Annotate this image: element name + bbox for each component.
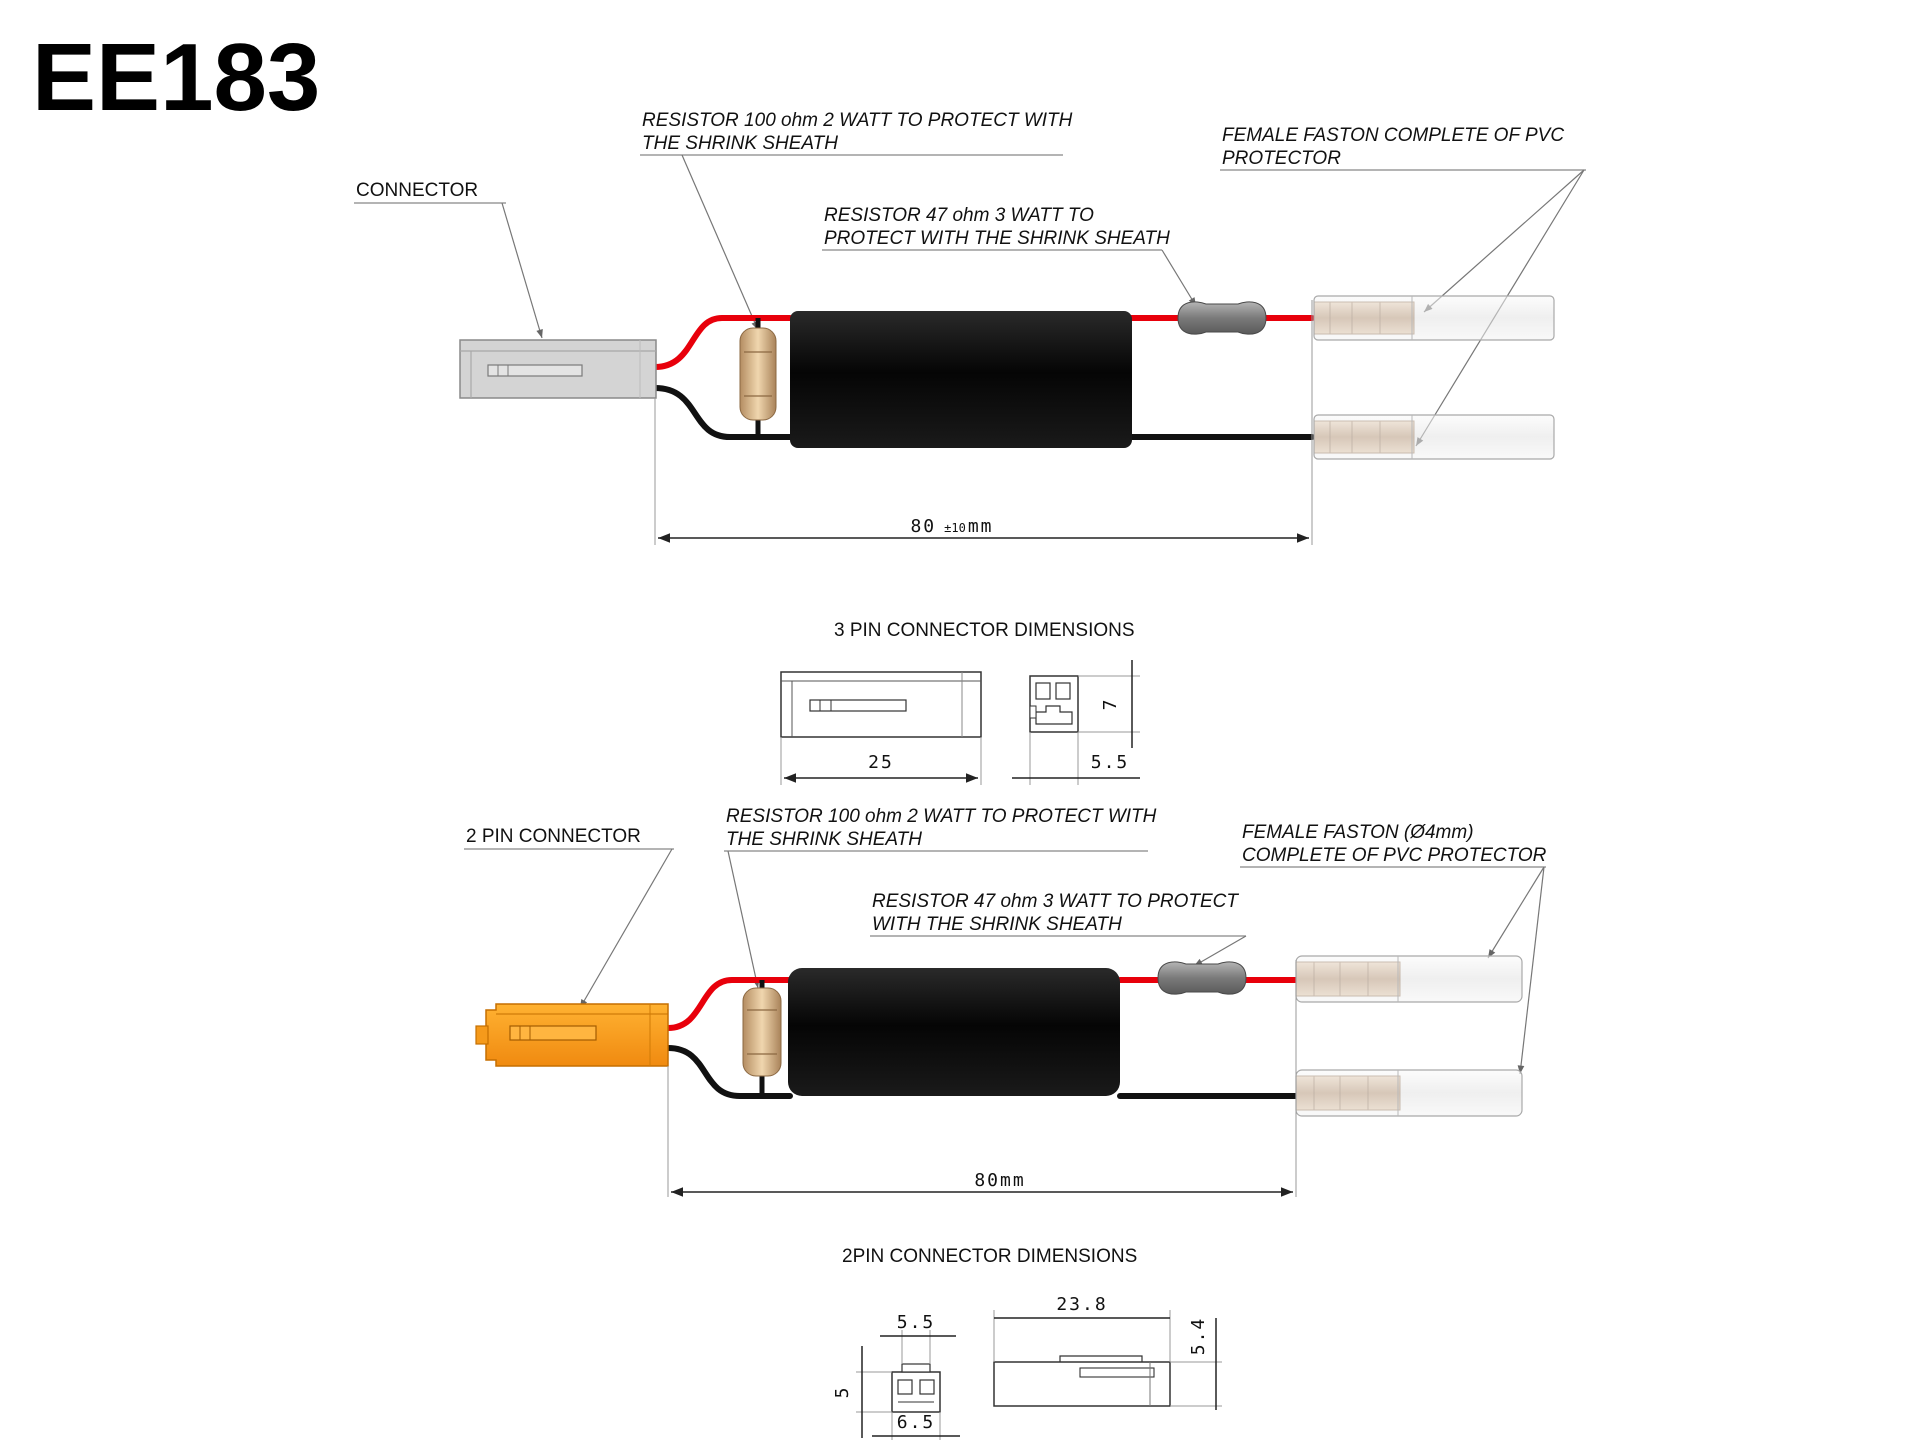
two-pin-dimensions: 2PIN CONNECTOR DIMENSIONS 5.5 5 6.5 [832,1246,1222,1440]
top-resistor100-label-line2: THE SHRINK SHEATH [642,133,838,154]
top-faston-label-line2: PROTECTOR [1222,148,1341,169]
top-connector-leader [501,202,543,339]
top-resistor47-leader [1161,249,1197,307]
three-pin-height: 7 [1100,698,1121,711]
top-resistor47-label-line1: RESISTOR 47 ohm 3 WATT TO [824,205,1094,226]
bottom-resistor47-label-line1: RESISTOR 47 ohm 3 WATT TO PROTECT [872,891,1239,912]
top-resistor100-leader [681,154,759,331]
bottom-orange-connector [475,1003,669,1067]
bottom-faston-leader-1 [1487,866,1545,959]
two-pin-length: 23.8 [1056,1294,1107,1315]
bottom-faston-lower [1295,1069,1523,1117]
top-faston-upper [1313,295,1555,341]
top-resistor100-label-line1: RESISTOR 100 ohm 2 WATT TO PROTECT WITH [642,110,1073,131]
top-grey-connector [459,339,657,399]
top-faston-label-line1: FEMALE FASTON COMPLETE OF PVC [1222,125,1564,146]
three-pin-caption: 3 PIN CONNECTOR DIMENSIONS [834,620,1135,641]
top-resistor-100-ohm [739,327,777,421]
bottom-resistor47-label-line2: WITH THE SHRINK SHEATH [872,914,1122,935]
two-pin-bottom-width: 6.5 [897,1412,936,1433]
bottom-length-dimension: 80mm [974,1170,1025,1191]
top-faston-lower [1313,414,1555,460]
top-black-wire-left [652,385,793,440]
two-pin-side-view [993,1355,1171,1407]
three-pin-dimensions: 3 PIN CONNECTOR DIMENSIONS 25 7 5.5 [780,620,1140,785]
three-pin-length: 25 [868,752,894,773]
top-length-tolerance: ±10 [944,521,966,535]
top-faston-leader-1 [1423,169,1585,313]
bottom-faston-leader-2 [1517,866,1545,1075]
bottom-resistor100-label-line2: THE SHRINK SHEATH [726,829,922,850]
bottom-resistor-47-ohm [1157,961,1247,995]
three-pin-front-view [1029,675,1079,733]
bottom-resistor100-label-line1: RESISTOR 100 ohm 2 WATT TO PROTECT WITH [726,806,1157,827]
top-length-value: 80 [910,516,936,537]
top-connector-label: CONNECTOR [356,180,478,201]
top-assembly: CONNECTOR RESISTOR 100 ohm 2 WATT TO PRO… [354,110,1586,545]
bottom-faston-label-line2: COMPLETE OF PVC PROTECTOR [1242,845,1547,866]
bottom-assembly: 2 PIN CONNECTOR RESISTOR 100 ohm 2 WATT … [464,806,1547,1197]
top-length-unit: mm [968,516,994,537]
bottom-connector-label: 2 PIN CONNECTOR [466,826,641,847]
bottom-connector-leader [579,848,673,1009]
bottom-resistor-100-ohm [742,987,782,1077]
two-pin-side-height: 5.4 [1188,1317,1209,1356]
bottom-black-wire-left [665,1045,793,1099]
bottom-faston-label-line1: FEMALE FASTON (Ø4mm) [1242,822,1474,843]
top-resistor-47-ohm [1177,301,1267,335]
page-title: EE183 [32,24,320,131]
three-pin-side-view [780,671,982,738]
three-pin-width: 5.5 [1091,752,1130,773]
bottom-faston-upper [1295,955,1523,1003]
top-resistor47-label-line2: PROTECT WITH THE SHRINK SHEATH [824,228,1170,249]
bottom-resistor100-leader [727,850,760,989]
bottom-shrink-sheath [788,968,1120,1096]
two-pin-height: 5 [832,1386,853,1399]
bottom-red-wire-left [665,977,793,1031]
top-red-wire-left [652,315,793,370]
two-pin-caption: 2PIN CONNECTOR DIMENSIONS [842,1246,1137,1267]
bottom-resistor47-leader [1193,935,1247,967]
two-pin-front-view [891,1363,941,1413]
two-pin-top-width: 5.5 [897,1312,936,1333]
top-shrink-sheath [790,311,1132,448]
